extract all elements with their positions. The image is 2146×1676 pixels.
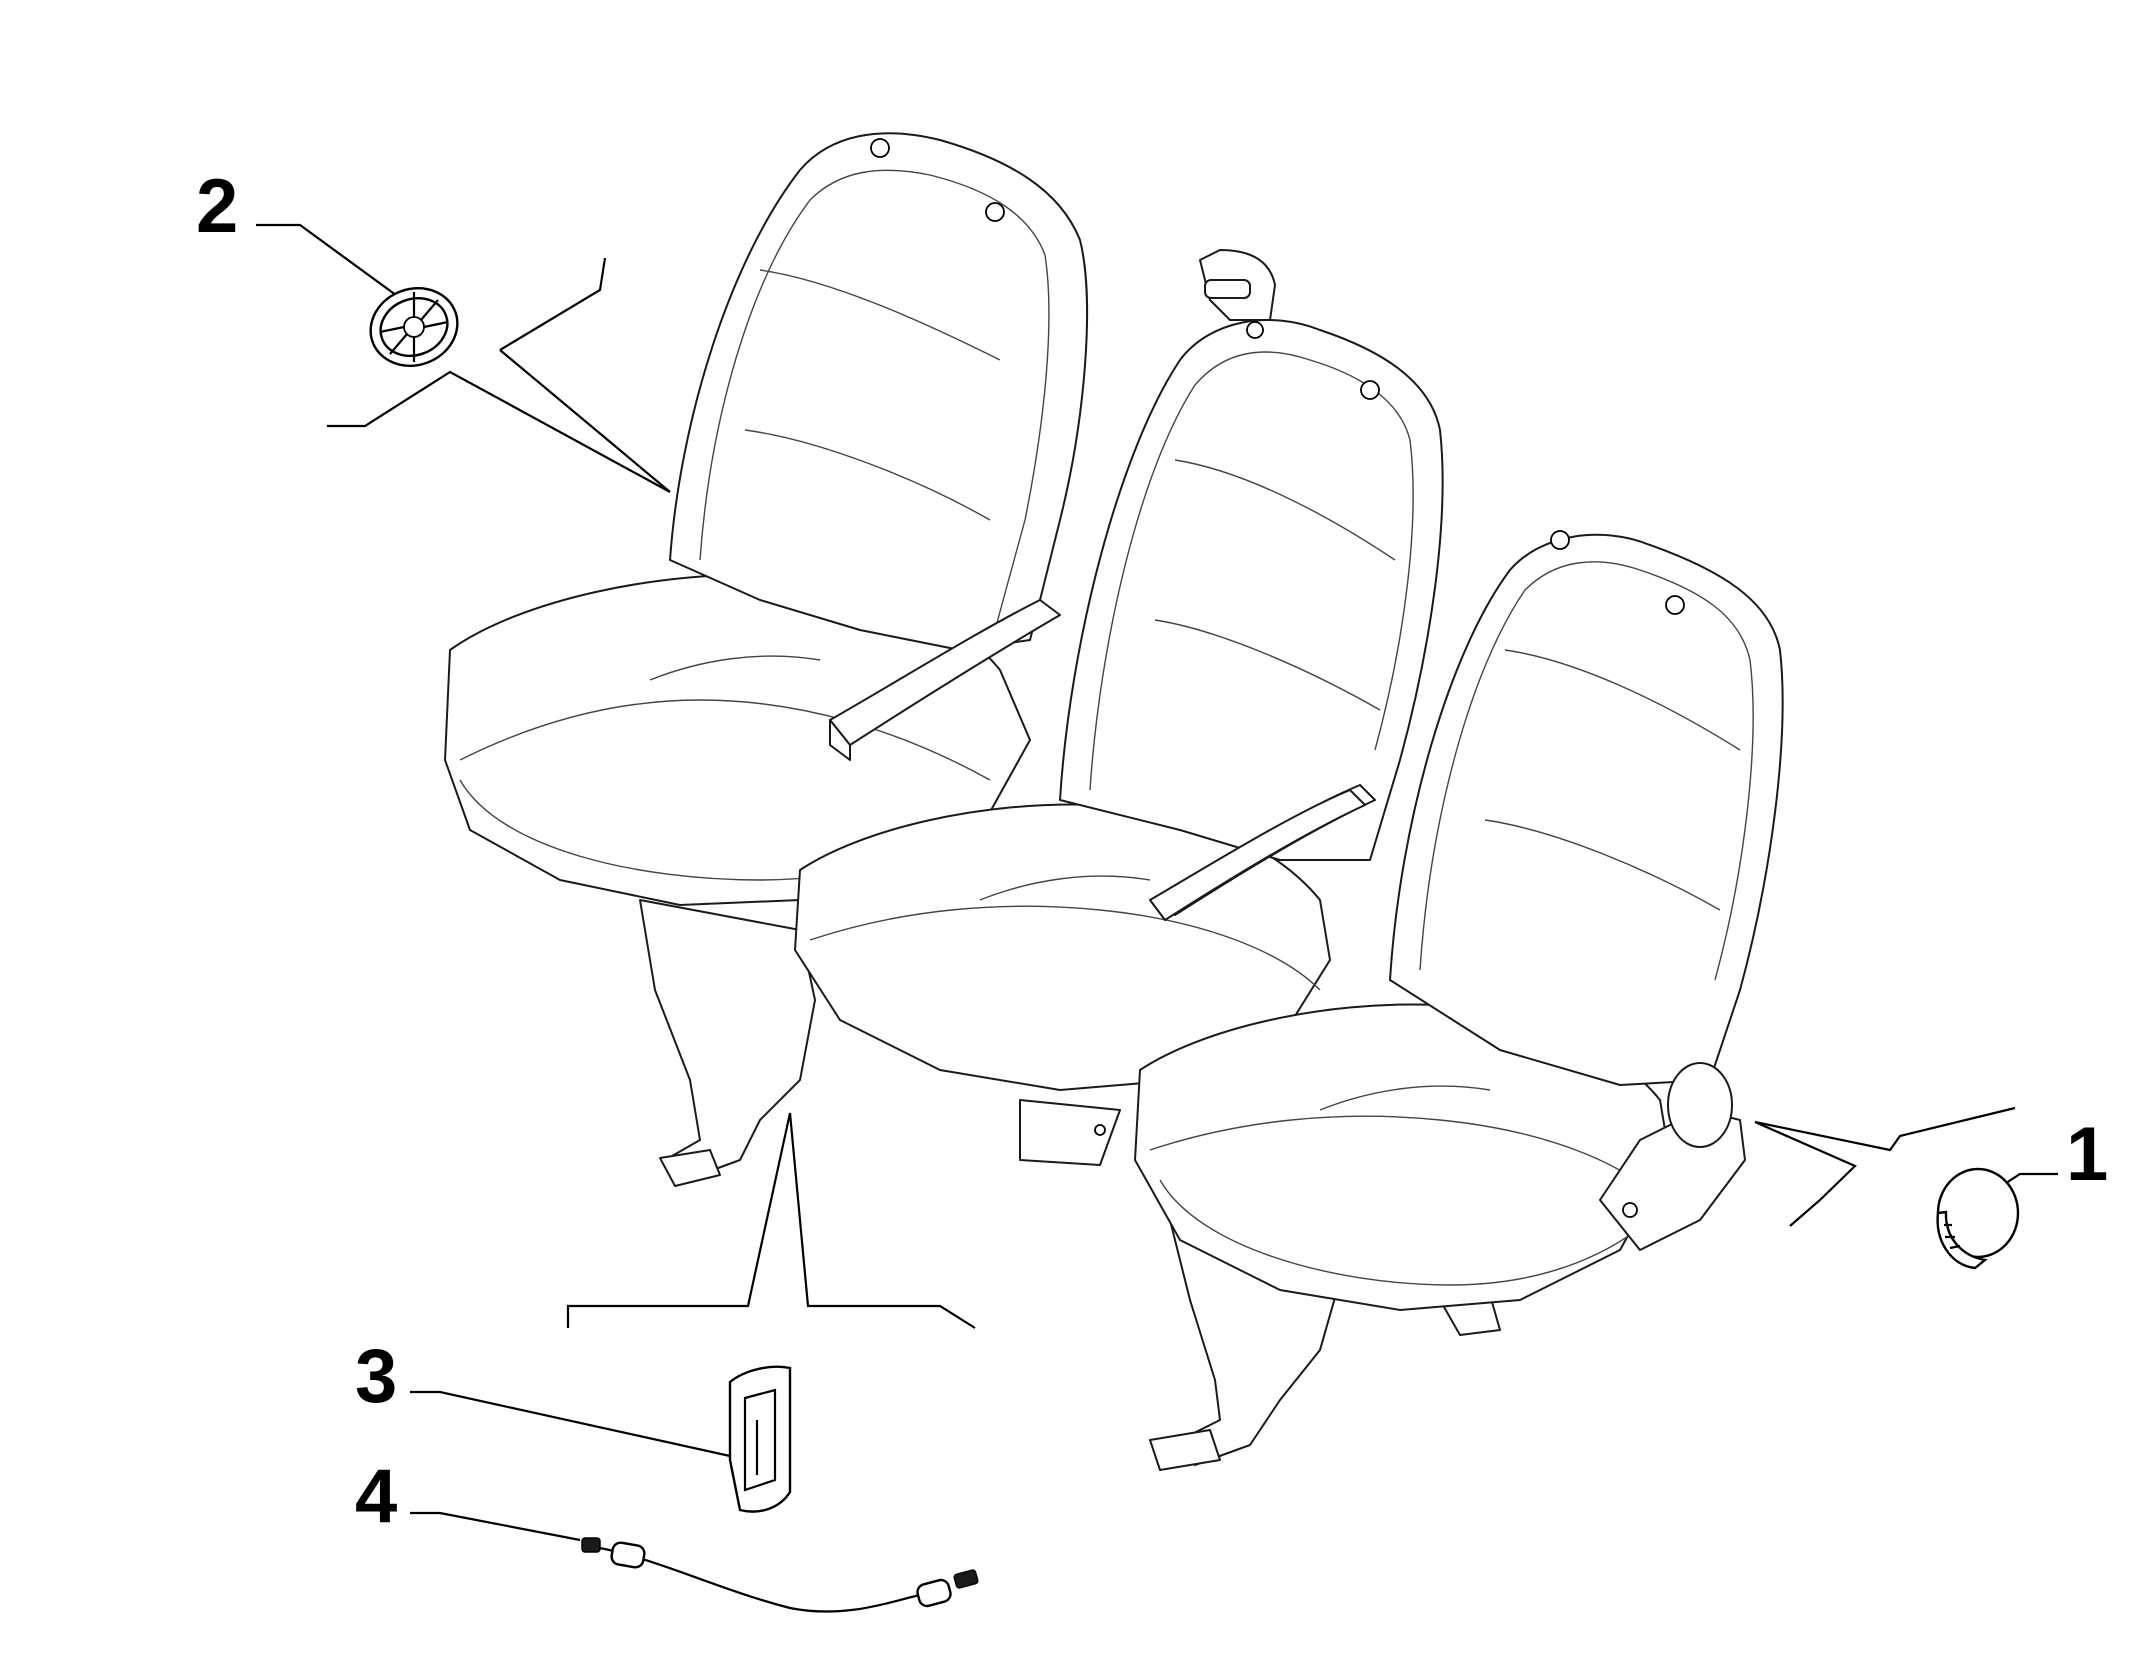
left-seat: [444, 132, 1089, 1187]
callout-2: 2: [196, 164, 238, 249]
part-2-knob: [369, 287, 459, 367]
right-seat: [1134, 530, 1784, 1471]
part-1-knob: [1936, 1167, 2020, 1270]
part-4-cable: [581, 1537, 979, 1613]
callout-1: 1: [2066, 1112, 2108, 1197]
callout-4: 4: [355, 1454, 397, 1539]
callout-3: 3: [355, 1334, 397, 1419]
part-3-cover: [728, 1365, 792, 1513]
leader-lines: [256, 223, 2058, 1542]
